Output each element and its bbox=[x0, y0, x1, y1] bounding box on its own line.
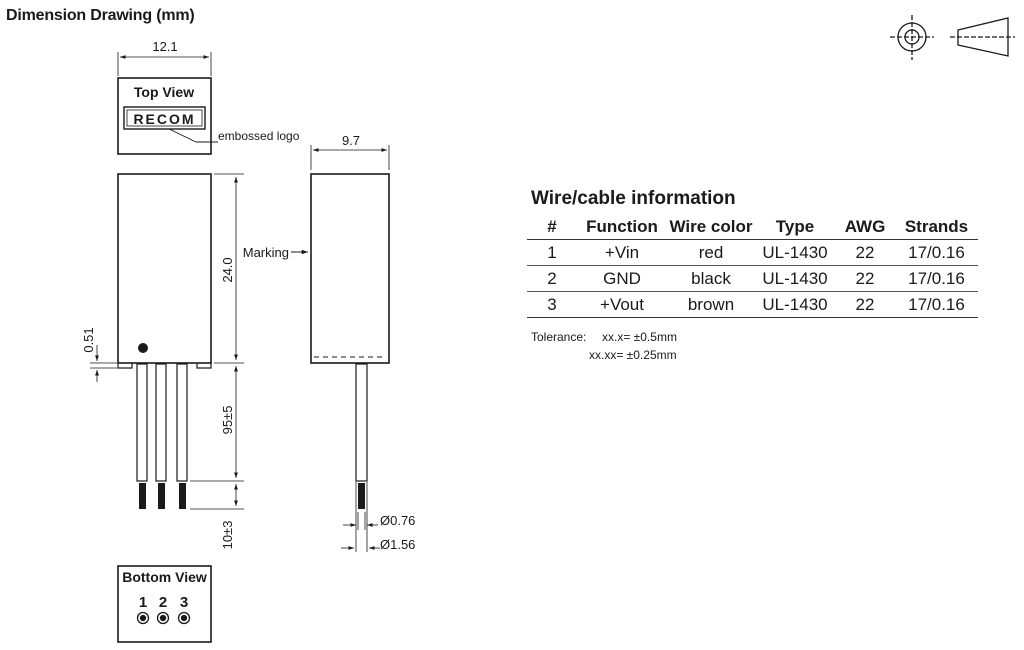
table-cell: brown bbox=[667, 291, 755, 318]
table-cell: UL-1430 bbox=[755, 265, 835, 292]
logo-note: embossed logo bbox=[218, 129, 300, 143]
wire-info-table: # Function Wire color Type AWG Strands 1… bbox=[527, 214, 978, 318]
table-cell: 17/0.16 bbox=[895, 265, 978, 292]
col-header: # bbox=[527, 214, 577, 240]
table-row: 3 +Vout brown UL-1430 22 17/0.16 bbox=[527, 291, 978, 318]
table-cell: UL-1430 bbox=[755, 291, 835, 318]
wire-stripped-ends bbox=[139, 483, 186, 509]
top-view-label: Top View bbox=[134, 84, 194, 100]
dim-depth-side: 9.7 bbox=[342, 133, 360, 148]
table-cell: 22 bbox=[835, 265, 895, 292]
projection-symbol-icon bbox=[890, 15, 1015, 60]
logo-text: RECOM bbox=[133, 111, 195, 127]
table-cell: 17/0.16 bbox=[895, 291, 978, 318]
pin-number-1: 1 bbox=[139, 594, 147, 611]
table-cell: 22 bbox=[835, 291, 895, 318]
pin-number-2: 2 bbox=[159, 594, 167, 611]
col-header: Strands bbox=[895, 214, 978, 240]
table-cell: UL-1430 bbox=[755, 239, 835, 266]
dim-standoff: 0.51 bbox=[81, 327, 96, 352]
col-header: AWG bbox=[835, 214, 895, 240]
table-row: 1 +Vin red UL-1430 22 17/0.16 bbox=[527, 239, 978, 266]
pin1-marker-icon bbox=[138, 343, 148, 353]
bottom-view-label: Bottom View bbox=[122, 569, 207, 585]
col-header: Wire color bbox=[667, 214, 755, 240]
dim-conductor-dia: Ø0.76 bbox=[380, 513, 415, 528]
table-cell: +Vout bbox=[577, 291, 667, 318]
table-header-row: # Function Wire color Type AWG Strands bbox=[527, 214, 978, 240]
dim-height-body: 24.0 bbox=[220, 257, 235, 282]
front-view: 24.0 95±5 10±3 0.51 bbox=[81, 173, 244, 550]
tolerance-label: Tolerance: bbox=[531, 330, 587, 344]
table-cell: 17/0.16 bbox=[895, 239, 978, 266]
table-row: 2 GND black UL-1430 22 17/0.16 bbox=[527, 265, 978, 292]
col-header: Function bbox=[577, 214, 667, 240]
table-cell: 2 bbox=[527, 265, 577, 292]
pin-number-3: 3 bbox=[180, 594, 188, 611]
dim-width-top: 12.1 bbox=[152, 39, 177, 54]
recom-logo-icon: RECOM bbox=[123, 106, 206, 130]
table-cell: 1 bbox=[527, 239, 577, 266]
dim-wire-length: 95±5 bbox=[220, 406, 235, 435]
table-cell: GND bbox=[577, 265, 667, 292]
table-cell: 22 bbox=[835, 239, 895, 266]
side-view: 9.7 Marking Ø0.76 Ø1.56 bbox=[243, 133, 415, 552]
tolerance-line-2: xx.xx= ±0.25mm bbox=[589, 348, 677, 362]
bottom-view: Bottom View 1 2 3 bbox=[117, 565, 212, 643]
dim-insulation-dia: Ø1.56 bbox=[380, 537, 415, 552]
pin-holes-icon bbox=[136, 611, 191, 625]
tolerance-line-1: xx.x= ±0.5mm bbox=[602, 330, 677, 344]
table-cell: +Vin bbox=[577, 239, 667, 266]
table-cell: 3 bbox=[527, 291, 577, 318]
wire-info-title: Wire/cable information bbox=[531, 188, 736, 209]
table-cell: black bbox=[667, 265, 755, 292]
page-title: Dimension Drawing (mm) bbox=[6, 7, 195, 24]
dim-strip-length: 10±3 bbox=[220, 521, 235, 550]
col-header: Type bbox=[755, 214, 835, 240]
marking-label: Marking bbox=[243, 245, 289, 260]
table-cell: red bbox=[667, 239, 755, 266]
wires-front bbox=[136, 363, 188, 482]
top-view: 12.1 Top View RECOM embossed logo bbox=[117, 39, 300, 155]
